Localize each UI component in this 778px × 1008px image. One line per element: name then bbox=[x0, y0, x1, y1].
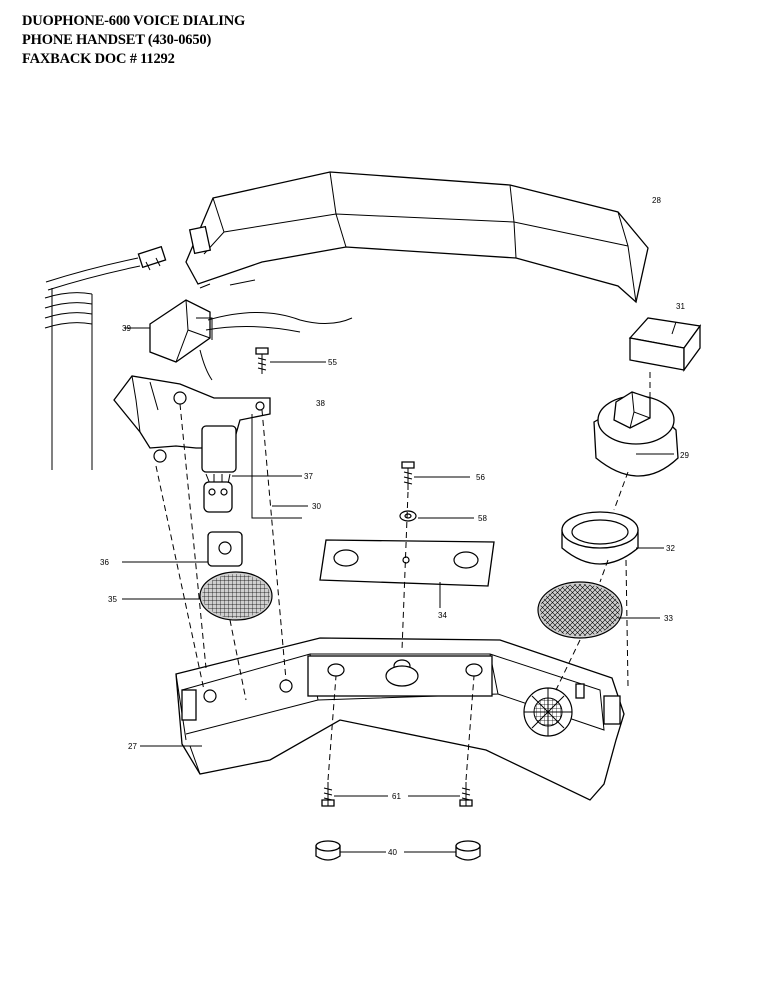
label-part-30: 30 bbox=[312, 502, 321, 511]
label-part-35: 35 bbox=[108, 595, 117, 604]
screw-part-56 bbox=[401, 461, 470, 490]
label-part-29: 29 bbox=[680, 451, 689, 460]
spacer-part-36 bbox=[122, 531, 243, 567]
label-part-34: 34 bbox=[438, 611, 447, 620]
title-line-1: DUOPHONE-600 VOICE DIALING bbox=[22, 13, 246, 29]
label-part-55: 55 bbox=[328, 358, 337, 367]
screws-part-61 bbox=[321, 782, 473, 807]
label-part-33: 33 bbox=[664, 614, 673, 623]
document-header: DUOPHONE-600 VOICE DIALING PHONE HANDSET… bbox=[22, 12, 245, 69]
receiver-part-30 bbox=[203, 414, 308, 519]
label-part-37: 37 bbox=[304, 472, 313, 481]
coil-cord bbox=[44, 245, 167, 470]
washer-part-58 bbox=[399, 510, 474, 522]
label-part-38: 38 bbox=[316, 399, 325, 408]
bracket-part-38 bbox=[113, 375, 271, 463]
label-part-61: 61 bbox=[392, 792, 401, 801]
title-line-2: PHONE HANDSET (430-0650) bbox=[22, 32, 212, 48]
connector-part-39 bbox=[124, 299, 353, 381]
label-part-36: 36 bbox=[100, 558, 109, 567]
ring-part-32 bbox=[561, 511, 664, 565]
title-line-3: FAXBACK DOC # 11292 bbox=[22, 51, 175, 67]
label-part-39: 39 bbox=[122, 324, 131, 333]
plate-part-34 bbox=[319, 539, 495, 608]
feet-part-40 bbox=[315, 840, 481, 861]
mesh-filter-part-35 bbox=[122, 571, 273, 621]
mesh-disk-part-33 bbox=[537, 581, 660, 639]
receiver-stem-part-37 bbox=[201, 425, 302, 485]
screw-part-55 bbox=[255, 347, 326, 374]
label-part-31: 31 bbox=[676, 302, 685, 311]
label-part-28: 28 bbox=[652, 196, 661, 205]
label-part-27: 27 bbox=[128, 742, 137, 751]
speaker-cup-part-29 bbox=[593, 391, 679, 477]
block-part-31 bbox=[628, 317, 702, 372]
label-part-56: 56 bbox=[476, 473, 485, 482]
assembly-guides bbox=[155, 372, 651, 781]
label-part-32: 32 bbox=[666, 544, 675, 553]
top-cover-part-28 bbox=[185, 171, 649, 304]
label-part-40: 40 bbox=[388, 848, 397, 857]
label-part-58: 58 bbox=[478, 514, 487, 523]
base-housing-part-27 bbox=[140, 637, 625, 801]
